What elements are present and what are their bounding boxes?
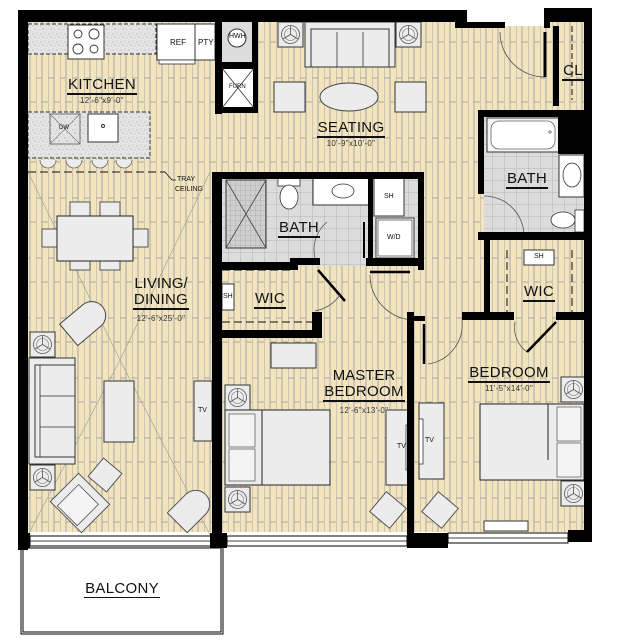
room-name: BATH <box>277 219 321 238</box>
room-name: WIC <box>522 283 556 302</box>
armchair-top <box>58 301 107 347</box>
cooktop <box>67 24 105 60</box>
room-dimensions: 12'-6"x9'-0" <box>80 96 124 105</box>
fixture-label-hwh: HWH <box>229 33 246 40</box>
tray-ceiling-label-2: CEILING <box>175 186 204 193</box>
room-label-master-bedroom: MASTER BEDROOM 12'-6"x13'-0" <box>316 368 412 419</box>
fixture-label-shelf-laundry: SH <box>384 193 394 200</box>
room-name: KITCHEN <box>67 76 137 95</box>
fixture-label-tv-living: TV <box>198 407 207 414</box>
chair-bedroom <box>420 490 460 530</box>
room-name: BATH <box>505 170 549 189</box>
armchair-bottom-left <box>49 472 111 534</box>
dishwasher <box>49 113 81 145</box>
room-label-wic-master: WIC <box>248 290 292 309</box>
room-name-2: DINING <box>132 291 190 310</box>
fixture-label-tv-bedroom: TV <box>425 437 434 444</box>
fixture-label-shelf-wic-bedroom: SH <box>534 253 544 260</box>
sofa <box>28 357 76 465</box>
seating-chair-left <box>273 81 306 113</box>
room-name: BALCONY <box>84 580 160 598</box>
shelf-laundry <box>373 177 405 217</box>
walls <box>18 8 592 550</box>
room-label-living-dining: LIVING/ DINING 12'-6"x25'-0" <box>116 276 206 327</box>
toilet-secondary <box>550 211 576 229</box>
fixture-label-ref: REF <box>170 38 186 47</box>
room-dimensions: 10'-9"x10'-0" <box>326 139 376 148</box>
tray-ceiling-label-1: TRAY <box>177 176 196 183</box>
room-label-closet: CL <box>560 62 586 81</box>
bed-master <box>224 409 331 486</box>
balcony <box>22 547 222 633</box>
room-name-2: BEDROOM <box>323 383 405 402</box>
room-name: MASTER <box>332 367 396 384</box>
coffee-table <box>103 380 135 443</box>
fixture-label-furnace: FURN <box>229 84 246 90</box>
windows <box>29 532 569 547</box>
room-name: CL <box>562 62 584 81</box>
dresser-master <box>270 342 317 369</box>
ottoman <box>87 457 123 493</box>
room-dimensions: 12'-6"x13'-0" <box>339 406 389 415</box>
fixture-label-pantry: PTY <box>198 38 214 47</box>
armchair-bottom-right <box>166 489 211 534</box>
room-name: WIC <box>253 290 287 309</box>
seating-sofa <box>304 21 396 68</box>
room-dimensions: 12'-6"x25'-0" <box>136 314 186 323</box>
room-label-wic-bedroom: WIC <box>516 283 562 302</box>
room-label-balcony: BALCONY <box>70 580 174 598</box>
room-name: BEDROOM <box>468 364 550 383</box>
fixture-label-washer-dryer: W/D <box>387 234 401 241</box>
seating-ottoman <box>319 82 379 112</box>
fixture-label-dishwasher: DW <box>59 125 69 131</box>
bench-bedroom <box>483 520 529 532</box>
room-dimensions: 11'-5"x14'-0" <box>484 384 534 393</box>
wic-bedroom-shelf <box>523 249 555 266</box>
room-name: LIVING/ <box>134 275 188 292</box>
room-name: SEATING <box>316 119 386 138</box>
dining-table <box>41 201 149 271</box>
seating-chair-right <box>394 81 427 113</box>
room-label-bath-master: BATH <box>272 219 326 238</box>
room-label-bedroom: BEDROOM 11'-5"x14'-0" <box>464 364 554 393</box>
fixture-label-tv-master: TV <box>397 443 406 450</box>
toilet-master <box>279 184 299 210</box>
room-label-bath-secondary: BATH <box>500 170 554 189</box>
bed-bedroom <box>479 403 585 481</box>
fixture-label-shelf-wic-master: SH <box>223 293 233 300</box>
room-label-seating: SEATING 10'-9"x10'-0" <box>304 119 398 148</box>
room-label-kitchen: KITCHEN 12'-6"x9'-0" <box>56 76 148 105</box>
refrigerator <box>156 23 196 61</box>
chair-master <box>368 490 408 530</box>
